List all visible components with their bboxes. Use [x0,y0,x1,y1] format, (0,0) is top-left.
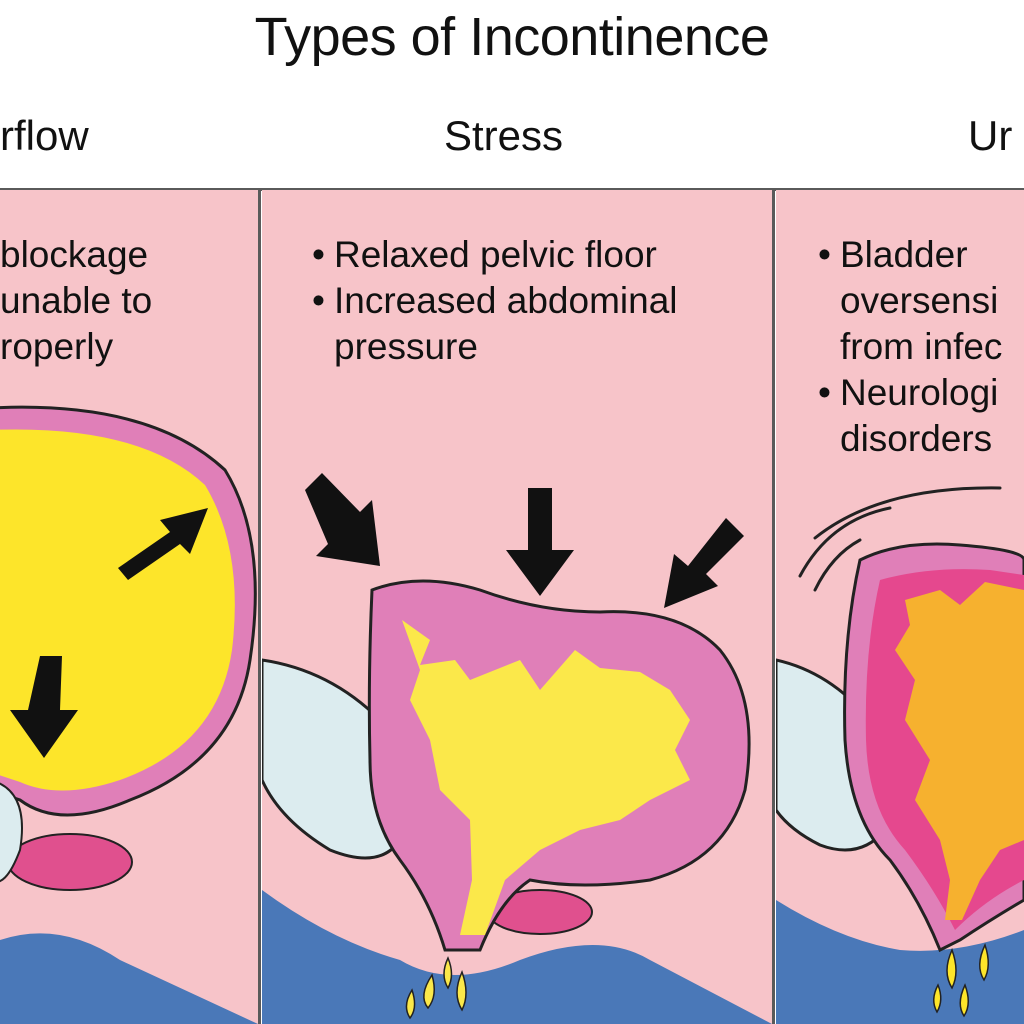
bullet-line: roperly [0,326,114,367]
header-rule [0,188,1024,191]
bullet-line: oversensi [840,280,999,321]
pressure-arrow [10,656,78,758]
muscle [7,833,133,891]
heading-urge: Ur [968,112,1013,159]
urge-illustration [776,486,1024,1024]
urine [402,620,690,935]
bullet-item: Neurologi disorders [818,370,1002,462]
contraction-lines [798,486,1002,592]
pubic-bone [0,782,23,883]
bullet-line: disorders [840,418,993,459]
bullet-line: Bladder [840,234,968,275]
pressure-arrow [506,488,574,596]
urine [895,582,1024,920]
panel-divider [772,190,775,1024]
bullet-line: blockage [0,234,149,275]
stress-illustration [262,473,772,1024]
bullet-line: Relaxed pelvic floor [334,234,657,275]
overflow-illustration [0,405,258,1024]
pressure-arrow [664,518,744,608]
bullet-item: blockage unable to roperly [0,232,152,370]
bullet-line: Increased abdominal [334,280,678,321]
bullet-item: Relaxed pelvic floor [312,232,678,278]
panel-divider [258,190,261,1024]
urine-drops [405,956,467,1020]
heading-overflow: rflow [0,112,89,159]
pelvic-floor [262,890,772,1024]
bullet-line: Neurologi [840,372,999,413]
pressure-arrow [305,473,380,566]
bullet-item: Increased abdominal pressure [312,278,678,370]
pressure-arrow [118,508,208,580]
heading-stress: Stress [444,112,564,159]
overflow-bullets: blockage unable to roperly [0,232,152,370]
diagram-title: Types of Incontinence [254,7,770,67]
bullet-item: Bladder oversensi from infec [818,232,1002,370]
bullet-line: unable to [0,280,153,321]
bullet-line: pressure [334,326,478,367]
pelvic-floor [0,933,258,1024]
urge-bullets: Bladder oversensi from infec Neurologi d… [818,232,1002,462]
bullet-line: from infec [840,326,1003,367]
stress-bullets: Relaxed pelvic floor Increased abdominal… [312,232,678,370]
urine-drops [933,942,989,1018]
